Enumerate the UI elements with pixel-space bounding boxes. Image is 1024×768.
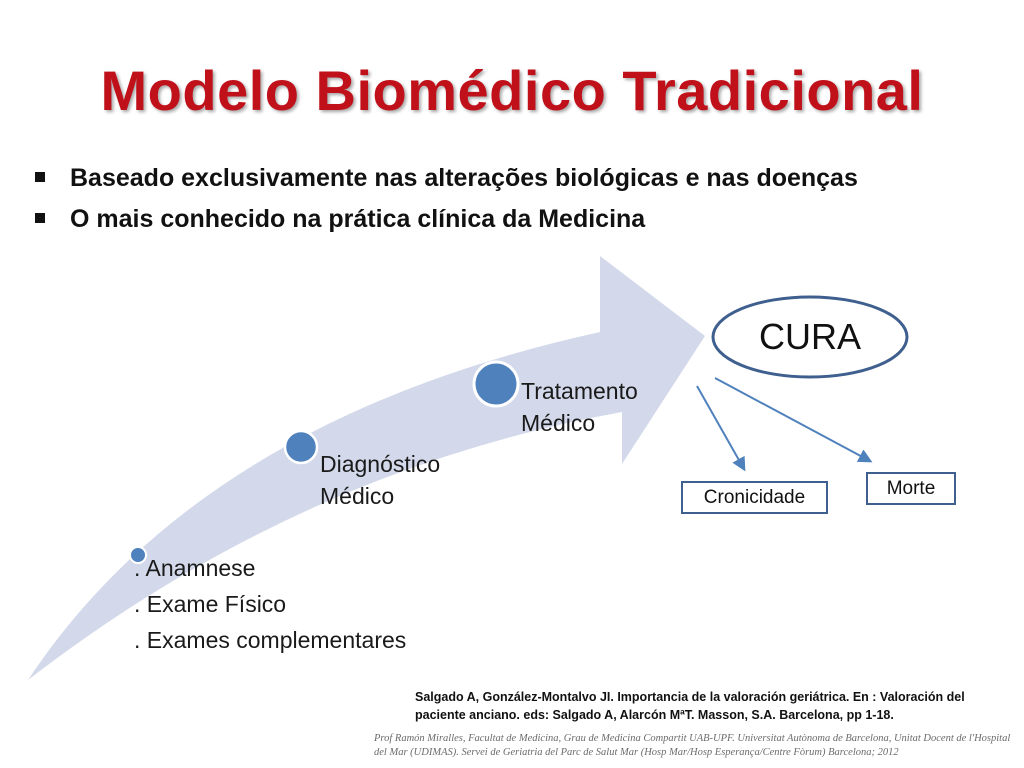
stage-line: Médico — [521, 410, 596, 436]
reference-citation: Salgado A, González-Montalvo JI. Importa… — [415, 690, 965, 722]
stage-node-tratamento — [472, 360, 520, 408]
stage-node-diagnostico — [283, 429, 319, 465]
bullet-text: Baseado exclusivamente nas alterações bi… — [70, 164, 858, 192]
stage-line: Diagnóstico — [320, 451, 441, 477]
stage-node-anamnese — [129, 546, 147, 564]
cura-ellipse — [711, 295, 909, 379]
curved-progress-arrow — [28, 256, 705, 680]
outcome-cura: CURA — [758, 316, 861, 357]
stage-label-anamnese: . Anamnese . Exame Físico . Exames compl… — [134, 550, 406, 658]
arrow-to-morte — [714, 377, 873, 463]
stage-label-tratamento: Tratamento Médico — [521, 375, 638, 439]
slide-title: Modelo Biomédico Tradicional — [100, 59, 924, 122]
stage-line: Tratamento — [521, 378, 638, 404]
bullet-item: O mais conhecido na prática clínica da M… — [32, 199, 858, 240]
bullet-list: Baseado exclusivamente nas alterações bi… — [32, 158, 858, 240]
stage-line: . Exame Físico — [134, 591, 287, 617]
stage-label-diagnostico: Diagnóstico Médico — [320, 448, 440, 512]
author-credit: Prof Ramón Miralles, Facultat de Medicin… — [374, 733, 1011, 758]
arrow-to-cronicidade — [696, 385, 746, 472]
bullet-item: Baseado exclusivamente nas alterações bi… — [32, 158, 858, 199]
branch-morte: Morte — [866, 472, 956, 505]
stage-line: Médico — [320, 483, 395, 509]
stage-line: . Exames complementares — [134, 627, 407, 653]
bullet-text: O mais conhecido na prática clínica da M… — [70, 205, 646, 233]
stage-line: . Anamnese — [134, 555, 256, 581]
square-bullet-icon — [35, 172, 45, 182]
branch-cronicidade: Cronicidade — [681, 481, 828, 514]
square-bullet-icon — [35, 213, 45, 223]
